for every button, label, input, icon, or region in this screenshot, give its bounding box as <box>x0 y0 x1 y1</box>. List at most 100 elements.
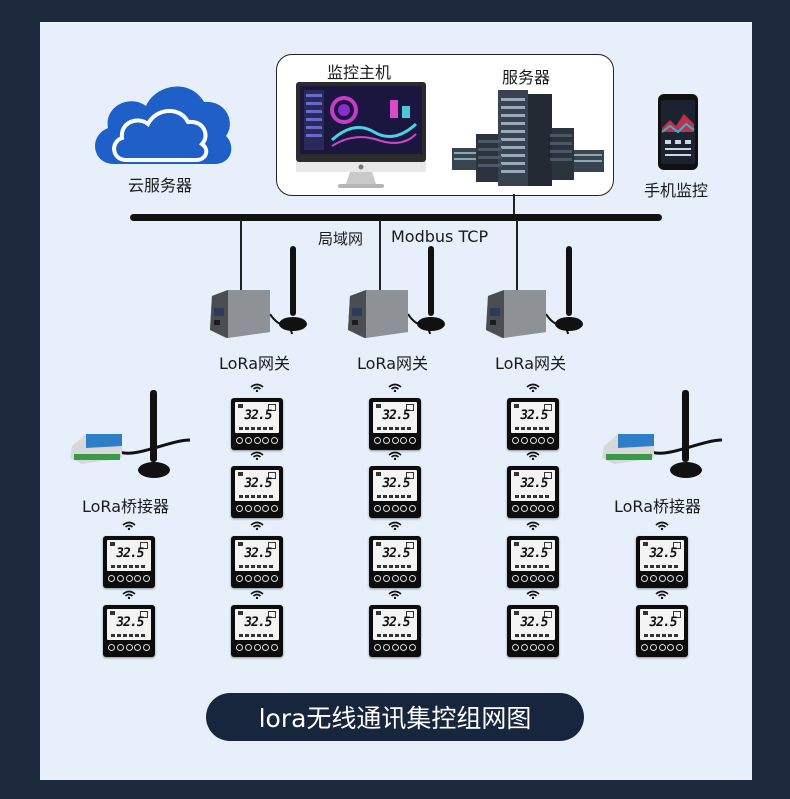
thermostat-reading: 32.5 <box>242 408 273 423</box>
thermostat-5: 32.5 <box>231 536 283 588</box>
wifi-icon <box>388 521 402 530</box>
thermostat-10: 32.5 <box>369 605 421 657</box>
thermostat-buttons <box>512 644 554 652</box>
thermostat-screen: 32.5 <box>373 402 417 433</box>
thermostat-buttons <box>512 505 554 513</box>
gateway-2-connector-line <box>379 220 381 298</box>
gateway-3-label: LoRa网关 <box>495 354 566 373</box>
title-pill: lora无线通讯集控组网图 <box>206 693 584 741</box>
monitor-icon <box>296 82 426 188</box>
thermostat-reading: 32.5 <box>242 546 273 561</box>
thermostat-reading: 32.5 <box>518 546 549 561</box>
thermostat-screen: 32.5 <box>511 402 555 433</box>
thermostat-reading: 32.5 <box>242 615 273 630</box>
gateway-3-connector-line <box>516 220 518 298</box>
thermostat-buttons <box>512 575 554 583</box>
wifi-icon <box>250 383 264 392</box>
thermostat-1: 32.5 <box>103 536 155 588</box>
thermostat-buttons <box>108 575 150 583</box>
thermostat-reading: 32.5 <box>647 615 678 630</box>
thermostat-reading: 32.5 <box>242 476 273 491</box>
thermostat-screen: 32.5 <box>640 540 684 571</box>
wifi-icon <box>250 451 264 460</box>
bridge-right-icon <box>602 390 723 478</box>
thermostat-buttons <box>512 437 554 445</box>
wifi-icon <box>655 590 669 599</box>
gateway-2-icon <box>348 246 445 338</box>
thermostat-screen: 32.5 <box>235 540 279 571</box>
thermostat-screen: 32.5 <box>373 540 417 571</box>
thermostat-2: 32.5 <box>103 605 155 657</box>
thermostat-reading: 32.5 <box>518 408 549 423</box>
lan-bus-line <box>130 214 662 221</box>
wifi-icon <box>526 521 540 530</box>
thermostat-13: 32.5 <box>507 536 559 588</box>
wifi-icon <box>388 383 402 392</box>
bridge-left-label: LoRa桥接器 <box>82 497 169 516</box>
gateway-2-label: LoRa网关 <box>357 354 428 373</box>
wifi-icon <box>122 521 136 530</box>
cloud-server-label: 云服务器 <box>128 176 193 195</box>
thermostat-14: 32.5 <box>507 605 559 657</box>
wifi-icon <box>526 590 540 599</box>
thermostat-screen: 32.5 <box>235 609 279 640</box>
thermostat-buttons <box>236 437 278 445</box>
server-rack-icon <box>452 90 604 186</box>
thermostat-buttons <box>108 644 150 652</box>
wifi-icon <box>122 590 136 599</box>
thermostat-reading: 32.5 <box>518 476 549 491</box>
phone-icon <box>658 94 698 170</box>
thermostat-buttons <box>374 575 416 583</box>
thermostat-15: 32.5 <box>636 536 688 588</box>
thermostat-11: 32.5 <box>507 398 559 450</box>
server-label: 服务器 <box>502 68 551 87</box>
thermostat-buttons <box>236 644 278 652</box>
thermostat-buttons <box>641 575 683 583</box>
thermostat-8: 32.5 <box>369 466 421 518</box>
thermostat-screen: 32.5 <box>373 609 417 640</box>
thermostat-reading: 32.5 <box>518 615 549 630</box>
thermostat-reading: 32.5 <box>114 615 145 630</box>
thermostat-6: 32.5 <box>231 605 283 657</box>
thermostat-reading: 32.5 <box>380 615 411 630</box>
cloud-icon <box>95 86 232 164</box>
wifi-icon <box>388 590 402 599</box>
thermostat-screen: 32.5 <box>107 540 151 571</box>
thermostat-buttons <box>374 644 416 652</box>
monitor-host-label: 监控主机 <box>327 63 392 82</box>
thermostat-buttons <box>374 437 416 445</box>
wifi-icon <box>526 383 540 392</box>
wifi-icon <box>250 590 264 599</box>
modbus-tcp-label: Modbus TCP <box>391 227 489 246</box>
thermostat-screen: 32.5 <box>107 609 151 640</box>
diagram-title: lora无线通讯集控组网图 <box>258 704 532 733</box>
thermostat-buttons <box>641 644 683 652</box>
wifi-icon <box>655 521 669 530</box>
thermostat-reading: 32.5 <box>380 476 411 491</box>
server-connector-line <box>513 194 515 216</box>
thermostat-screen: 32.5 <box>235 402 279 433</box>
thermostat-screen: 32.5 <box>373 470 417 501</box>
thermostat-screen: 32.5 <box>511 609 555 640</box>
thermostat-screen: 32.5 <box>235 470 279 501</box>
thermostat-reading: 32.5 <box>380 546 411 561</box>
thermostat-buttons <box>236 575 278 583</box>
thermostat-screen: 32.5 <box>511 470 555 501</box>
gateway-1-label: LoRa网关 <box>219 354 290 373</box>
thermostat-3: 32.5 <box>231 398 283 450</box>
bridge-left-icon <box>70 390 191 478</box>
thermostat-reading: 32.5 <box>380 408 411 423</box>
thermostat-buttons <box>374 505 416 513</box>
thermostat-12: 32.5 <box>507 466 559 518</box>
thermostat-buttons <box>236 505 278 513</box>
thermostat-9: 32.5 <box>369 536 421 588</box>
wifi-icon <box>250 521 264 530</box>
thermostat-4: 32.5 <box>231 466 283 518</box>
thermostat-screen: 32.5 <box>511 540 555 571</box>
thermostat-reading: 32.5 <box>114 546 145 561</box>
thermostat-screen: 32.5 <box>640 609 684 640</box>
lan-label: 局域网 <box>318 230 364 248</box>
thermostat-7: 32.5 <box>369 398 421 450</box>
gateway-1-icon <box>210 246 307 338</box>
gateway-1-connector-line <box>240 220 242 298</box>
